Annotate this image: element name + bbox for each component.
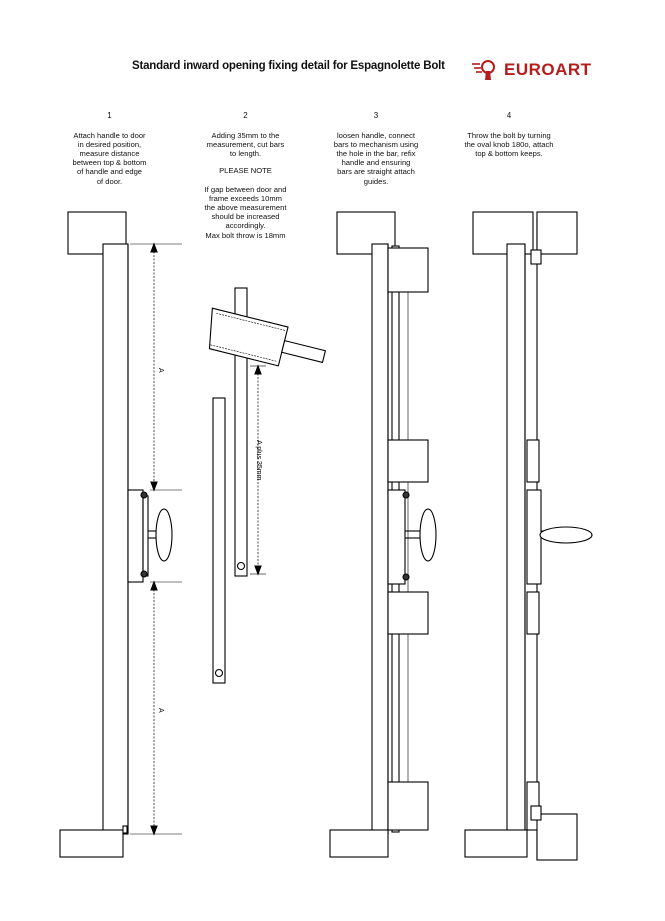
- step-3-instructions: loosen handle, connect bars to mechanism…: [333, 130, 419, 186]
- step-2-instructions: Adding 35mm to the measurement, cut bars…: [206, 130, 285, 159]
- dim-label-a-top: A: [157, 368, 164, 373]
- step-2-number: 2: [243, 111, 248, 121]
- page-title: Standard inward opening fixing detail fo…: [132, 60, 445, 72]
- euroart-keyhole-icon: [472, 60, 495, 80]
- step-2-text: 2 Adding 35mm to the measurement, cut ba…: [193, 102, 298, 249]
- brand-name: EUROART: [504, 60, 592, 79]
- step-1-instructions: Attach handle to door in desired positio…: [72, 130, 147, 186]
- step-4-number: 4: [506, 111, 512, 121]
- figure-1-door-with-handle: [59, 211, 182, 858]
- figure-4-bolt-thrown: [464, 211, 593, 861]
- step-1-number: 1: [107, 111, 112, 121]
- figure-3-assembled: [329, 211, 437, 858]
- step-2-note: If gap between door and frame exceeds 10…: [204, 184, 287, 240]
- step-2-note-title: PLEASE NOTE: [219, 166, 272, 176]
- step-3-number: 3: [373, 111, 379, 121]
- step-1-text: 1 Attach handle to door in desired posit…: [62, 102, 157, 186]
- brand-logo: EUROART: [470, 58, 592, 82]
- figure-2-bars: [208, 287, 327, 684]
- step-3-text: 3 loosen handle, connect bars to mechani…: [322, 102, 430, 186]
- step-4-instructions: Throw the bolt by turning the oval knob …: [464, 130, 554, 159]
- step-4-text: 4 Throw the bolt by turning the oval kno…: [453, 102, 565, 158]
- dim-label-a-plus-35mm: A plus 35mm: [255, 440, 262, 481]
- dim-label-a-bottom: A: [157, 708, 164, 713]
